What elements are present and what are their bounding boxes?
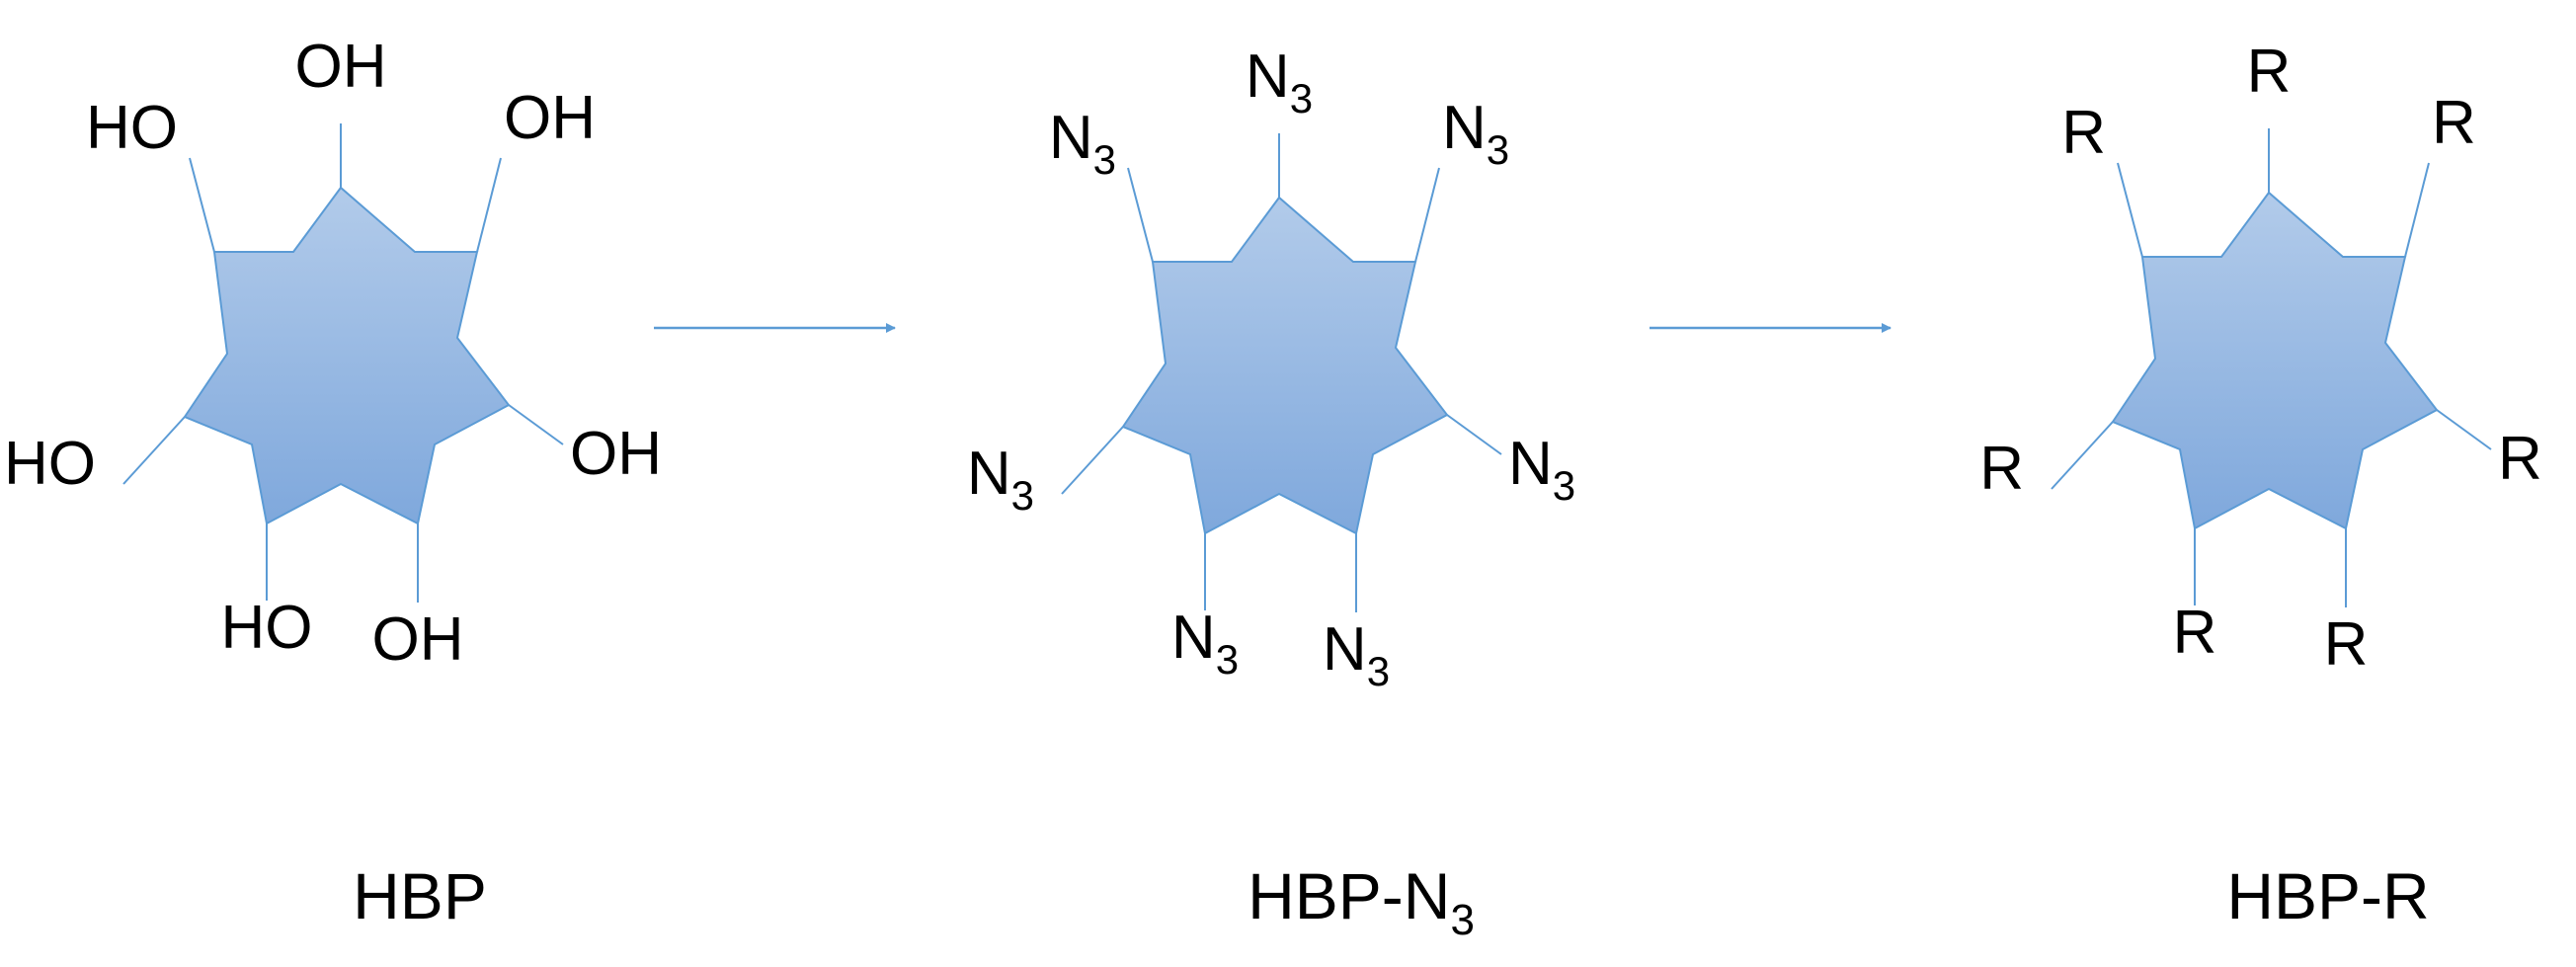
- star-core: [183, 186, 511, 525]
- bond-line: [1446, 414, 1502, 455]
- caption-hbp-n3: HBP-N3: [1248, 859, 1475, 944]
- caption-hbp-r: HBP-R: [2226, 859, 2429, 932]
- star-core: [1121, 196, 1449, 535]
- substituent-label: OH: [570, 420, 662, 488]
- substituent-label: HO: [221, 594, 313, 662]
- substituent-label: R: [2498, 425, 2542, 493]
- bond-line: [2117, 162, 2143, 258]
- bond-line: [2436, 409, 2492, 450]
- caption-hbp: HBP: [353, 859, 487, 932]
- substituent-label: R: [2061, 99, 2106, 167]
- substituent-label: R: [2247, 38, 2292, 106]
- substituent-label: N3: [1442, 94, 1509, 173]
- substituent-label: HO: [4, 430, 96, 498]
- bond-line: [122, 416, 186, 485]
- bond-line: [1061, 426, 1124, 495]
- bond-line: [189, 157, 215, 253]
- structure-2: R R R R R R R: [1979, 38, 2542, 679]
- substituent-label: OH: [295, 33, 387, 101]
- substituent-label: OH: [372, 605, 464, 674]
- structure-0: OH OH OH OH HO HO HO: [4, 33, 662, 674]
- bond-line: [2051, 421, 2114, 490]
- substituent-label: OH: [504, 84, 596, 152]
- substituent-label: R: [1979, 435, 2024, 503]
- bond-line: [1127, 167, 1154, 263]
- bond-line: [508, 404, 564, 445]
- substituent-label: N3: [967, 440, 1034, 519]
- substituent-label: R: [2432, 89, 2476, 157]
- substituent-label: N3: [1323, 615, 1390, 694]
- star-core: [2111, 191, 2439, 530]
- substituent-label: HO: [86, 94, 178, 162]
- bond-line: [476, 157, 502, 253]
- substituent-label: N3: [1508, 430, 1575, 509]
- substituent-label: R: [2324, 610, 2369, 679]
- bond-line: [1414, 167, 1440, 263]
- substituent-label: N3: [1246, 42, 1313, 121]
- substituent-label: N3: [1049, 104, 1116, 183]
- bond-line: [2404, 162, 2430, 258]
- substituent-label: N3: [1171, 604, 1239, 683]
- substituent-label: R: [2173, 599, 2217, 667]
